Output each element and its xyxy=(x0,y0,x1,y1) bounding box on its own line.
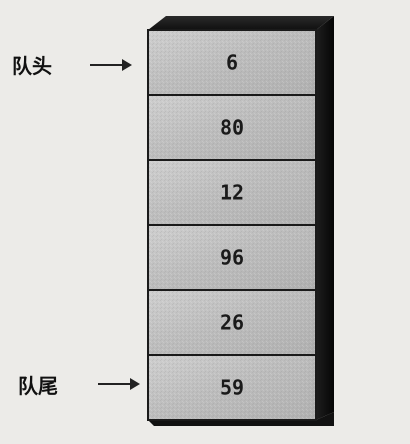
queue-cell-texture xyxy=(149,226,315,289)
queue-cell-value: 6 xyxy=(226,51,238,75)
queue-cell-value: 96 xyxy=(220,246,244,270)
queue-head-label: 队头 xyxy=(12,54,52,78)
queue-cell-value: 80 xyxy=(220,116,244,140)
queue-tail-arrow xyxy=(98,378,140,390)
stack-top-face xyxy=(148,16,334,30)
stack-bottom-shadow xyxy=(148,412,334,426)
queue-head-arrow xyxy=(90,59,132,71)
queue-cell-value: 12 xyxy=(220,181,244,205)
queue-tail-label: 队尾 xyxy=(18,374,58,398)
queue-cell-texture xyxy=(149,356,315,419)
queue-cell-texture xyxy=(149,31,315,94)
queue-cell-value: 59 xyxy=(220,376,244,400)
queue-cell-value: 26 xyxy=(220,311,244,335)
stack-side-face xyxy=(316,16,334,420)
queue-cell-texture xyxy=(149,96,315,159)
cells-layer: 6 80 12 96 26 59 xyxy=(147,29,317,421)
queue-cell-texture xyxy=(149,161,315,224)
queue-cell-texture xyxy=(149,291,315,354)
